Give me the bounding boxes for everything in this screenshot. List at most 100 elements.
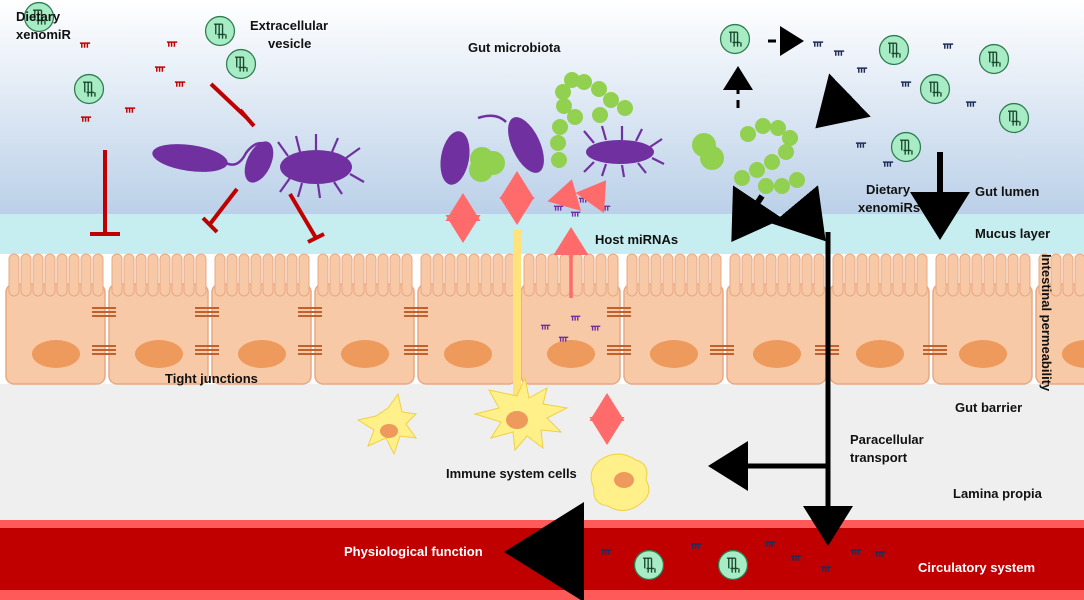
microvillus [1050, 253, 1062, 297]
microvillus [801, 253, 813, 297]
microvillus [183, 253, 195, 297]
microvillus [32, 253, 44, 297]
inhibition-arrow-icon [288, 192, 325, 244]
physiological-function-label: Physiological function [344, 544, 483, 559]
microvillus [753, 253, 765, 297]
microvillus [123, 253, 135, 297]
rod-bacterium-icon [508, 117, 544, 173]
flagellated-bacterium-icon [280, 150, 352, 184]
extracellular-vesicle-icon [998, 102, 1030, 134]
microvillus [638, 253, 650, 297]
microvillus [468, 253, 480, 297]
microvillus [298, 253, 310, 297]
inhibition-arrows [90, 82, 325, 244]
microvillus [535, 253, 547, 297]
microvillus [365, 253, 377, 297]
microvillus [44, 253, 56, 297]
rod-bacterium-icon [244, 141, 274, 183]
microvillus [135, 253, 147, 297]
epithelial-cell [932, 253, 1033, 385]
immune-cells [356, 376, 650, 511]
microvillus [583, 253, 595, 297]
microvillus [607, 253, 619, 297]
microvillus [286, 253, 298, 297]
gut-lumen-region [0, 0, 1084, 220]
gut-microbiota-label: Gut microbiota [468, 40, 561, 55]
microvillus [686, 253, 698, 297]
microvillus [547, 253, 559, 297]
microvillus [832, 253, 844, 297]
extracellular-vesicle-icon [633, 549, 665, 581]
microvillus [789, 253, 801, 297]
microvillus [844, 253, 856, 297]
extracellular-vesicle-icon [978, 43, 1010, 75]
extracellular-vesicle-icon [878, 34, 910, 66]
gut-lumen-label: Gut lumen [975, 184, 1039, 199]
microvillus [662, 253, 674, 297]
circulatory-system-label: Circulatory system [918, 560, 1035, 575]
microvillus [741, 253, 753, 297]
epithelial-cell [108, 253, 209, 385]
microvillus [904, 253, 916, 297]
microvillus [226, 253, 238, 297]
microvillus [916, 253, 928, 297]
microvillus [80, 253, 92, 297]
microvillus [947, 253, 959, 297]
black-arrows [504, 26, 970, 600]
extracellular-vesicle-icon [225, 48, 257, 80]
microvillus [959, 253, 971, 297]
microvillus [250, 253, 262, 297]
epithelial-cell [726, 253, 827, 385]
epithelial-cell [623, 253, 724, 385]
cell-nucleus [753, 340, 801, 368]
microvillus [262, 253, 274, 297]
extracellular-vesicle-icon [890, 131, 922, 163]
epithelial-cells [5, 253, 1084, 385]
microvillus [341, 253, 353, 297]
epithelial-cell [314, 253, 415, 385]
microvillus [8, 253, 20, 297]
microvillus [444, 253, 456, 297]
microvillus [92, 253, 104, 297]
extracellular-vesicle-icon [73, 73, 105, 105]
microvillus [1019, 253, 1031, 297]
cell-nucleus [650, 340, 698, 368]
cell-nucleus [135, 340, 183, 368]
flagellated-bacterium-icon [586, 140, 654, 164]
cocci-chain-icon [550, 72, 633, 168]
epithelial-cell [5, 253, 106, 385]
lamina-propia-label: Lamina propia [953, 486, 1043, 501]
paracellular-transport-label-2: transport [850, 450, 908, 465]
microvillus [880, 253, 892, 297]
microvillus [171, 253, 183, 297]
microvillus [456, 253, 468, 297]
cocci-icon [469, 158, 493, 182]
microvillus [401, 253, 413, 297]
central-bacteria-group [440, 72, 665, 185]
microvillus [420, 253, 432, 297]
microvillus [892, 253, 904, 297]
inhibition-arrow-icon [201, 187, 239, 234]
microvillus [595, 253, 607, 297]
microvillus [274, 253, 286, 297]
epithelial-cell [211, 253, 312, 385]
microvillus [1074, 253, 1084, 297]
epithelial-cell [520, 253, 621, 385]
microvillus [147, 253, 159, 297]
microvillus [377, 253, 389, 297]
microvillus [1038, 253, 1050, 297]
microvillus [571, 253, 583, 297]
dietary-xenomir-label-1: Dietary [16, 9, 61, 24]
microvillus [856, 253, 868, 297]
epithelial-cell [417, 253, 518, 385]
inhibition-arrow-icon [90, 150, 120, 236]
cell-nucleus [341, 340, 389, 368]
dietary-xenomir-label-2: xenomiR [16, 27, 72, 42]
left-bacteria-group [152, 134, 365, 199]
microvillus [111, 253, 123, 297]
circulatory-system-region [0, 528, 1084, 590]
cell-nucleus [856, 340, 904, 368]
microvillus [389, 253, 401, 297]
